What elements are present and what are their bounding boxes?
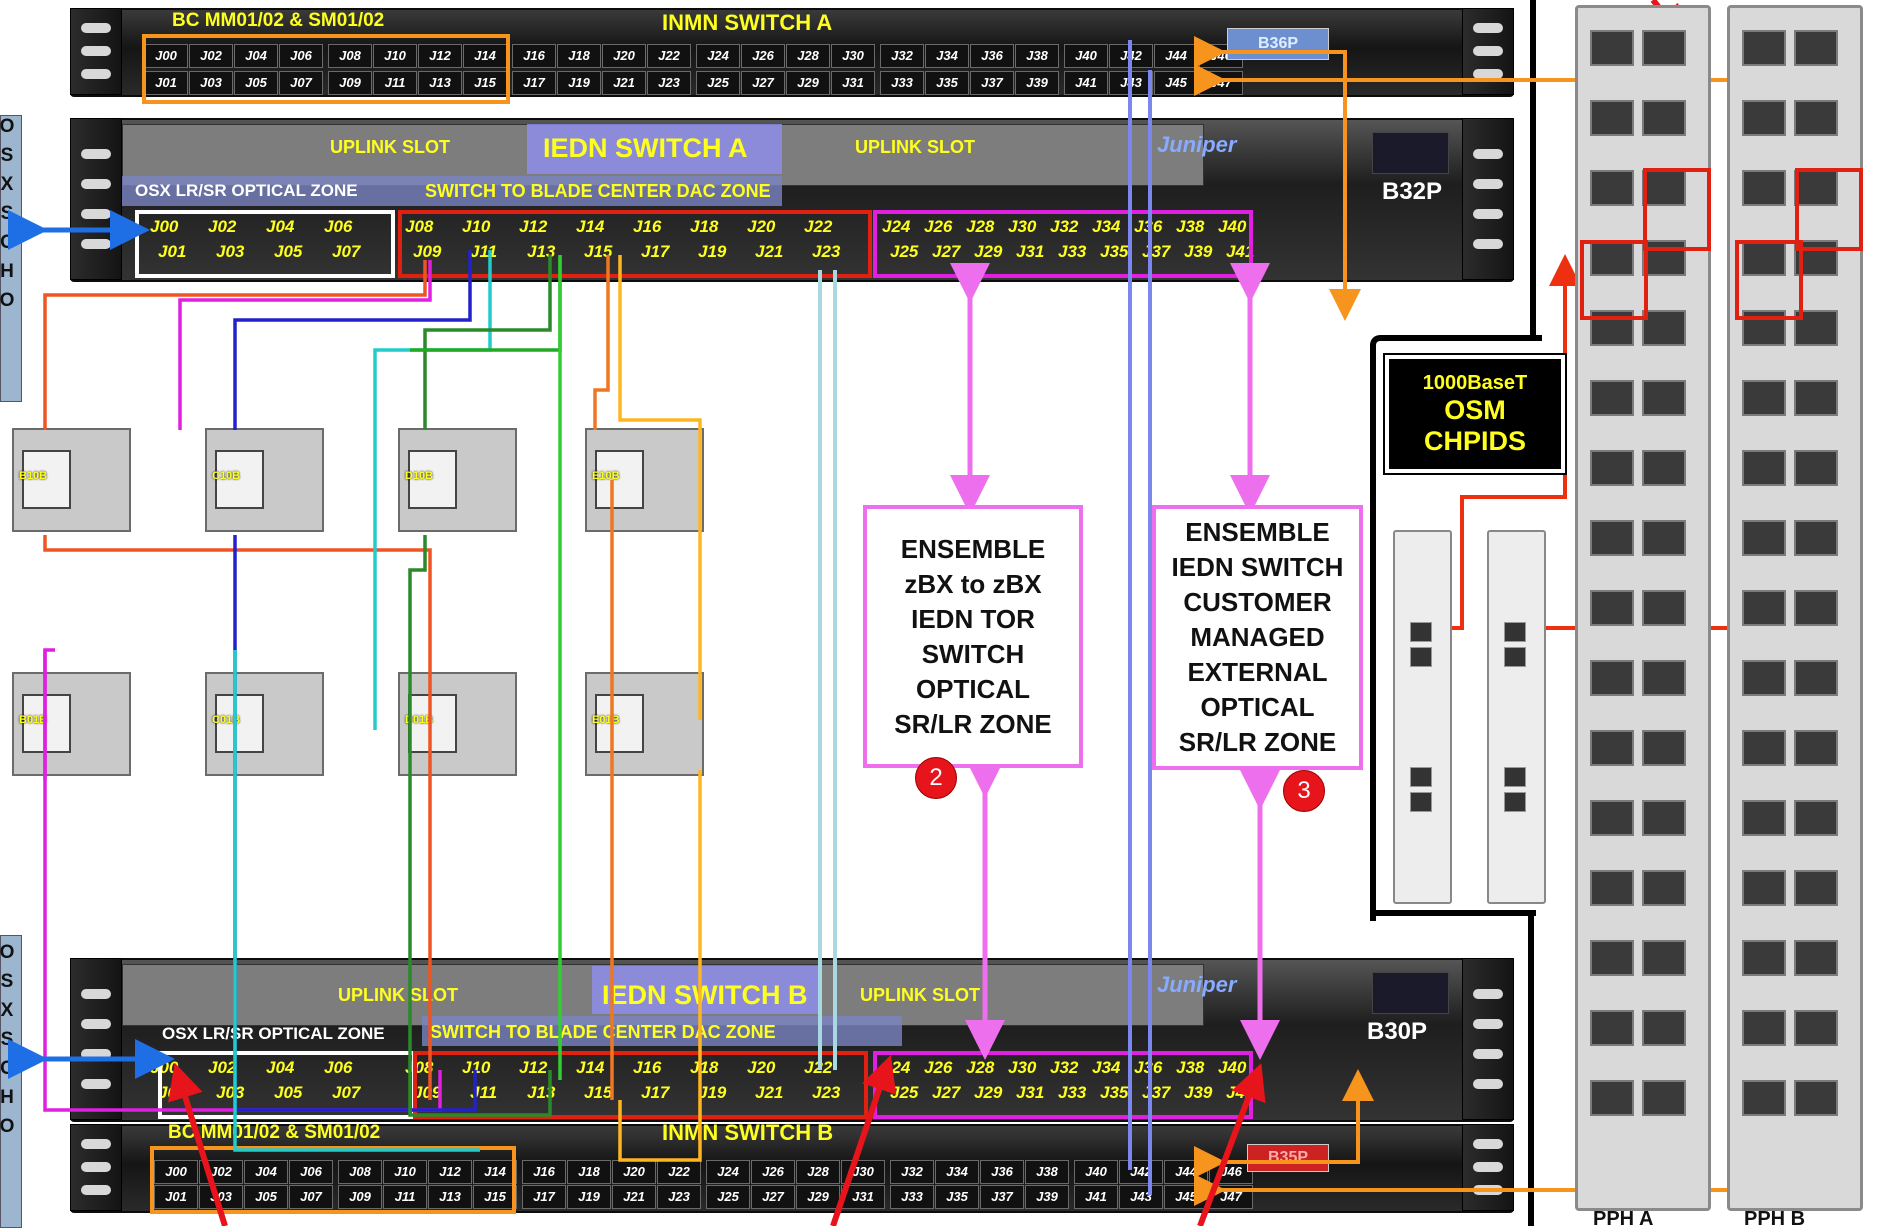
patch-port-b-j16[interactable] [1794,520,1838,556]
patch-port-b-j30[interactable] [1794,1010,1838,1046]
pph-a-label: PPH A [1593,1208,1653,1231]
patch-port-b-j12[interactable] [1794,380,1838,416]
patch-port-b-j21[interactable] [1742,730,1786,766]
pph-a-j07-highlight [1580,240,1648,320]
patch-port-b-j01[interactable] [1742,30,1786,66]
patch-port-a-j15[interactable] [1590,520,1634,556]
pph-a-j06-highlight [1643,168,1711,251]
patch-port-b-j05[interactable] [1742,170,1786,206]
pph-b-label: PPH B [1744,1208,1805,1231]
patch-port-b-j26[interactable] [1794,870,1838,906]
patch-port-a-j27[interactable] [1590,940,1634,976]
patch-port-b-j25[interactable] [1742,870,1786,906]
patch-port-b-j28[interactable] [1794,940,1838,976]
patch-port-a-j20[interactable] [1642,660,1686,696]
patch-port-a-j14[interactable] [1642,450,1686,486]
zone-badge-3: 3 [1283,770,1325,812]
osm-chpids-label: 1000BaseT OSM CHPIDS [1385,355,1565,473]
patch-port-a-j02[interactable] [1642,30,1686,66]
patch-port-a-j03[interactable] [1590,100,1634,136]
patch-port-a-j32[interactable] [1642,1080,1686,1116]
patch-port-a-j13[interactable] [1590,450,1634,486]
patch-port-b-j27[interactable] [1742,940,1786,976]
pph-b-j06-highlight [1795,168,1863,251]
osm-card-1 [1393,530,1452,904]
patch-port-a-j22[interactable] [1642,730,1686,766]
patch-port-a-j10[interactable] [1642,310,1686,346]
patch-port-b-j04[interactable] [1794,100,1838,136]
dac-cable-orange [45,250,835,1160]
patch-port-a-j26[interactable] [1642,870,1686,906]
patch-port-a-j21[interactable] [1590,730,1634,766]
patch-port-a-j25[interactable] [1590,870,1634,906]
patch-port-b-j03[interactable] [1742,100,1786,136]
patch-port-a-j16[interactable] [1642,520,1686,556]
patch-port-b-j23[interactable] [1742,800,1786,836]
patch-port-a-j12[interactable] [1642,380,1686,416]
patch-port-b-j24[interactable] [1794,800,1838,836]
customer-managed-zone-box: ENSEMBLEIEDN SWITCHCUSTOMERMANAGEDEXTERN… [1152,505,1363,770]
patch-port-b-j11[interactable] [1742,380,1786,416]
patch-port-a-j23[interactable] [1590,800,1634,836]
zbx-to-zbx-zone-box: ENSEMBLEzBX to zBXIEDN TORSWITCHOPTICALS… [863,505,1083,768]
patch-port-a-j30[interactable] [1642,1010,1686,1046]
osm-card-2 [1487,530,1546,904]
patch-port-b-j20[interactable] [1794,660,1838,696]
patch-port-b-j29[interactable] [1742,1010,1786,1046]
patch-port-a-j29[interactable] [1590,1010,1634,1046]
patch-port-a-j24[interactable] [1642,800,1686,836]
patch-port-a-j17[interactable] [1590,590,1634,626]
patch-port-a-j31[interactable] [1590,1080,1634,1116]
patch-port-b-j18[interactable] [1794,590,1838,626]
patch-port-b-j15[interactable] [1742,520,1786,556]
patch-port-b-j22[interactable] [1794,730,1838,766]
patch-port-b-j17[interactable] [1742,590,1786,626]
patch-port-a-j28[interactable] [1642,940,1686,976]
patch-port-b-j02[interactable] [1794,30,1838,66]
patch-port-a-j11[interactable] [1590,380,1634,416]
patch-port-a-j18[interactable] [1642,590,1686,626]
pph-b-j07-highlight [1735,240,1803,320]
patch-port-a-j05[interactable] [1590,170,1634,206]
patch-port-b-j32[interactable] [1794,1080,1838,1116]
patch-port-b-j14[interactable] [1794,450,1838,486]
patch-port-b-j31[interactable] [1742,1080,1786,1116]
patch-port-b-j19[interactable] [1742,660,1786,696]
patch-port-a-j04[interactable] [1642,100,1686,136]
patch-port-a-j01[interactable] [1590,30,1634,66]
zone-badge-2: 2 [915,757,957,799]
patch-port-a-j19[interactable] [1590,660,1634,696]
patch-port-b-j13[interactable] [1742,450,1786,486]
